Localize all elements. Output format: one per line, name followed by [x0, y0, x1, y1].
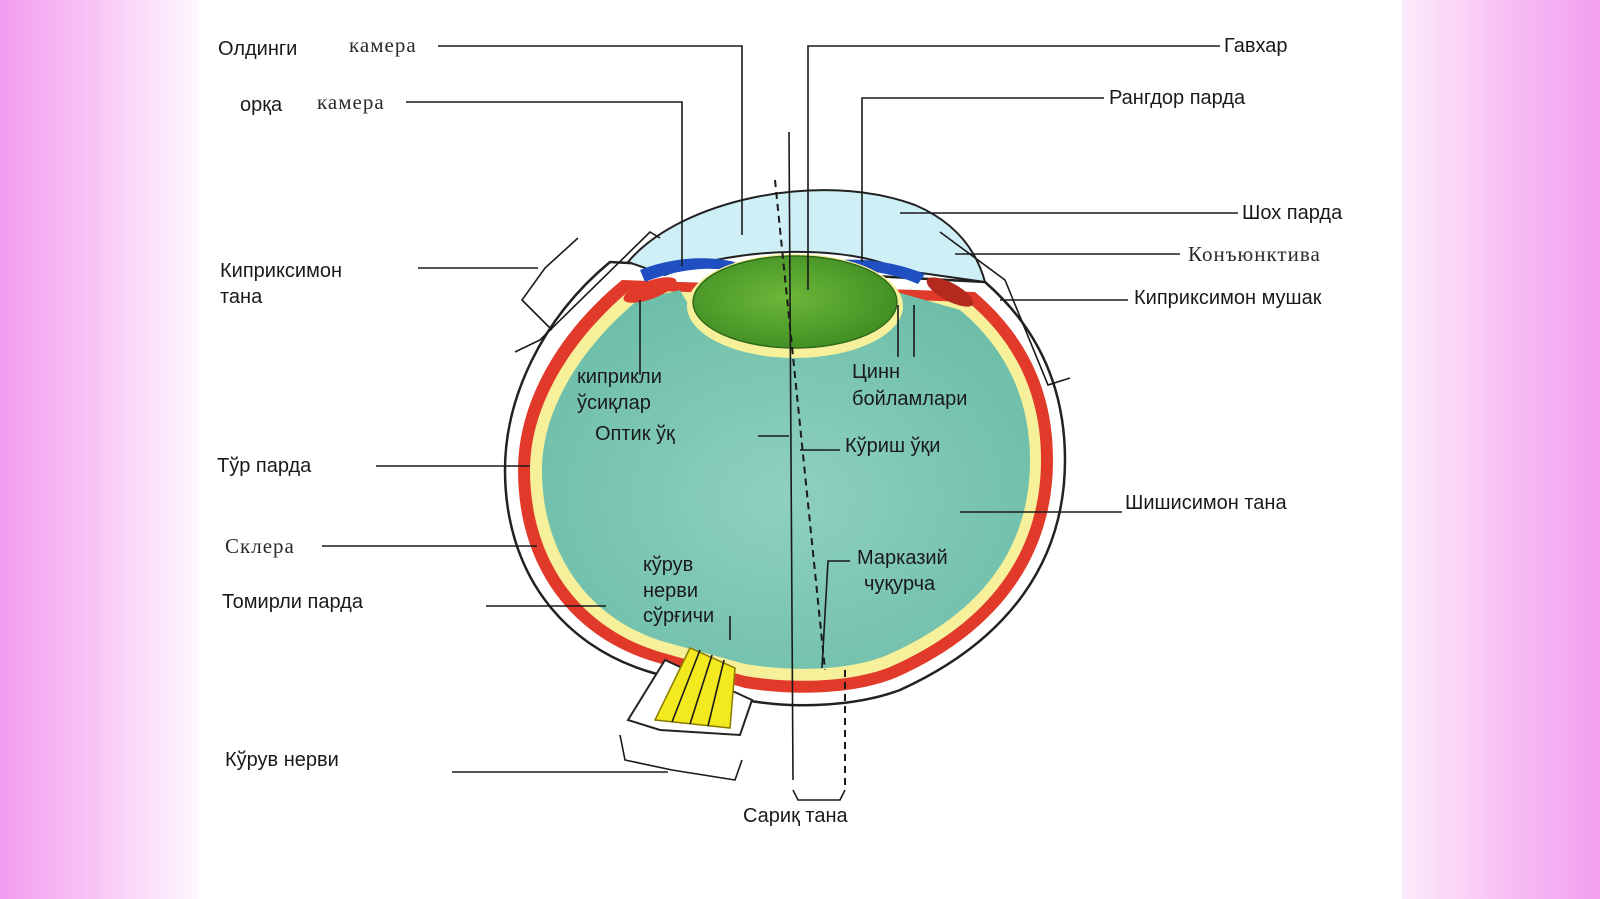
label-ciliary-body-1: Киприксимон	[220, 260, 342, 282]
leader-zinn	[897, 305, 915, 357]
label-sclera: Склера	[225, 534, 295, 558]
leader-anterior-chamber	[438, 45, 743, 235]
label-fovea-1: Марказий	[857, 547, 948, 569]
label-vitreous: Шишисимон тана	[1125, 492, 1287, 514]
label-retina: Тўр парда	[217, 455, 312, 477]
label-cornea: Шох парда	[1242, 202, 1343, 224]
eye-anatomy-diagram: Олдинги камера орқа камера Гавхар Рангдо…	[217, 33, 1343, 827]
label-iris: Рангдор парда	[1109, 87, 1246, 109]
label-optic-disc-1: кўрув	[643, 554, 693, 576]
ciliary-muscle-right	[926, 277, 974, 307]
label-zinn-2: бойламлари	[852, 388, 967, 410]
optic-nerve-bracket	[619, 734, 743, 781]
label-macula: Сариқ тана	[743, 805, 848, 827]
iris-left-shape	[640, 258, 735, 282]
label-visual-axis: Кўриш ўқи	[845, 435, 940, 457]
ciliary-muscle-left	[623, 277, 677, 303]
leader-fovea	[821, 560, 850, 669]
label-fovea-2: чуқурча	[864, 573, 936, 595]
label-ciliary-processes-1: киприкли	[577, 366, 662, 388]
label-ciliary-processes-2: ўсиқлар	[577, 392, 651, 414]
label-anterior-chamber: камера	[349, 33, 417, 57]
label-posterior-chamber: камера	[317, 90, 385, 114]
cornea-shape	[626, 189, 987, 284]
label-lens: Гавхар	[1224, 35, 1287, 57]
label-posterior: орқа	[240, 94, 283, 116]
label-optic-nerve: Кўрув нерви	[225, 749, 339, 771]
leader-lens	[807, 45, 1220, 290]
macula-bracket	[792, 789, 846, 801]
optic-nerve-shape	[653, 647, 736, 729]
label-ciliary-body-2: тана	[220, 286, 263, 308]
label-zinn-1: Цинн	[852, 361, 900, 383]
slide-canvas: Олдинги камера орқа камера Гавхар Рангдо…	[198, 0, 1402, 899]
leader-iris	[861, 97, 1104, 262]
ciliary-body-bracket	[520, 237, 579, 331]
vitreous-body-shape	[542, 290, 1030, 669]
label-ciliary-muscle: Киприксимон мушак	[1134, 287, 1322, 309]
label-conjunctiva: Конъюнктива	[1188, 242, 1321, 266]
lens-shape	[692, 255, 898, 349]
visual-axis-line	[774, 179, 826, 671]
optic-axis-line	[788, 131, 794, 781]
outer-eyelid-line-right	[939, 231, 1071, 386]
outer-eyelid-line-left	[514, 230, 661, 353]
leader-posterior-chamber	[406, 101, 683, 266]
label-optic-disc-3: сўрғичи	[643, 605, 714, 627]
label-choroid: Томирли парда	[222, 591, 364, 613]
label-optic-axis: Оптик ўқ	[595, 423, 675, 445]
optic-nerve-fibers	[671, 649, 725, 727]
label-anterior: Олдинги	[218, 38, 297, 60]
label-optic-disc-2: нерви	[643, 580, 698, 602]
